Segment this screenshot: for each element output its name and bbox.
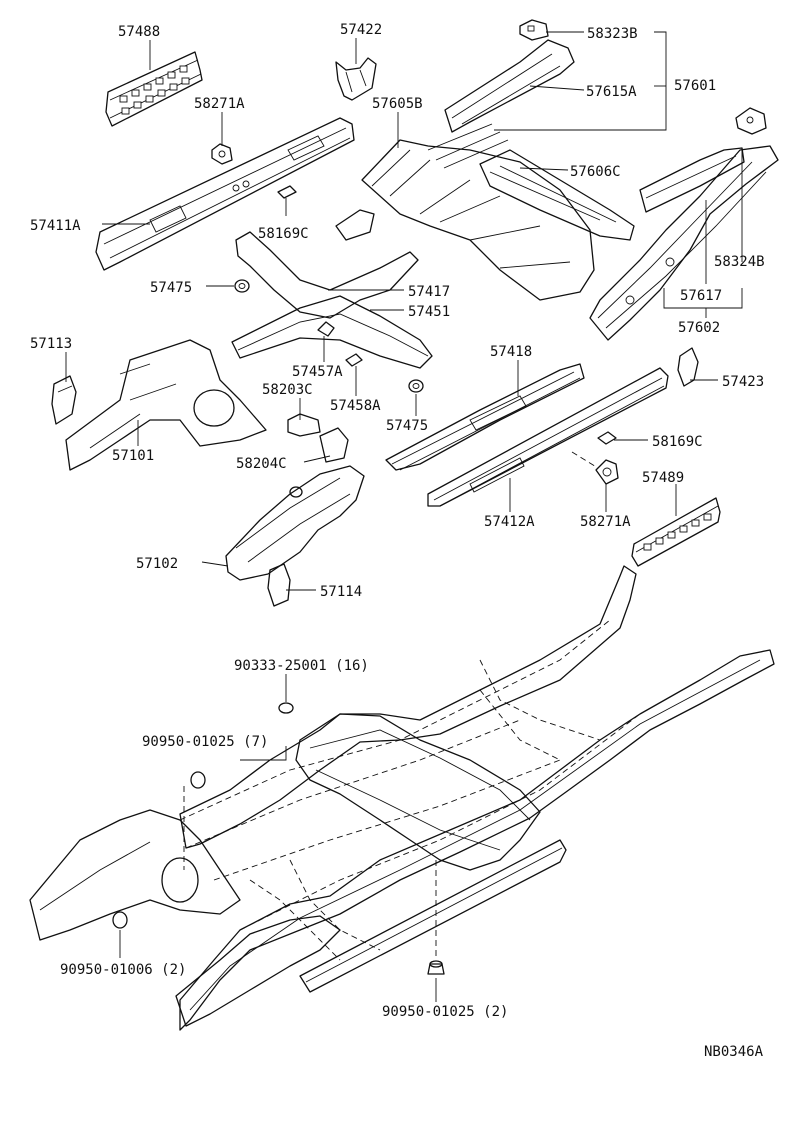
part-57489-reinforcement-plate[interactable] bbox=[631, 497, 721, 567]
label-57417[interactable]: 57417 bbox=[408, 284, 450, 300]
part-58203c-bracket[interactable] bbox=[287, 413, 321, 437]
label-90950-01006[interactable]: 90950-01006 (2) bbox=[60, 962, 186, 978]
leader-lines bbox=[65, 31, 743, 1002]
label-58271a-bottom[interactable]: 58271A bbox=[580, 514, 631, 530]
label-90950-01025-7[interactable]: 90950-01025 (7) bbox=[142, 734, 268, 750]
part-57457a-clip[interactable] bbox=[317, 321, 335, 337]
label-57114[interactable]: 57114 bbox=[320, 584, 362, 600]
label-57458a[interactable]: 57458A bbox=[330, 398, 381, 414]
label-57451[interactable]: 57451 bbox=[408, 304, 450, 320]
part-57412a-side-member[interactable] bbox=[427, 367, 669, 507]
label-57412a[interactable]: 57412A bbox=[484, 514, 535, 530]
part-57411a-front-side-member[interactable] bbox=[95, 117, 355, 271]
label-57475-a[interactable]: 57475 bbox=[150, 280, 192, 296]
label-57411a[interactable]: 57411A bbox=[30, 218, 81, 234]
part-57606c-rear-floor-panel[interactable] bbox=[479, 149, 635, 241]
part-58169c-clip-top[interactable] bbox=[277, 185, 297, 199]
fastener-90333-plug[interactable] bbox=[278, 702, 294, 714]
label-57422[interactable]: 57422 bbox=[340, 22, 382, 38]
label-57418[interactable]: 57418 bbox=[490, 344, 532, 360]
label-57423[interactable]: 57423 bbox=[722, 374, 764, 390]
label-57488[interactable]: 57488 bbox=[118, 24, 160, 40]
fastener-90950-01025-upper[interactable] bbox=[190, 771, 206, 789]
label-57601[interactable]: 57601 bbox=[674, 78, 716, 94]
assembled-frame-view bbox=[29, 565, 775, 1031]
part-57475-grommet-b[interactable] bbox=[408, 379, 424, 393]
label-58169c-right[interactable]: 58169C bbox=[652, 434, 703, 450]
part-57617-rear-side-member[interactable] bbox=[589, 145, 779, 341]
label-58204c[interactable]: 58204C bbox=[236, 456, 287, 472]
label-57606c[interactable]: 57606C bbox=[570, 164, 621, 180]
label-58271a-top[interactable]: 58271A bbox=[194, 96, 245, 112]
label-57605b[interactable]: 57605B bbox=[372, 96, 423, 112]
part-58271a-plate-top[interactable] bbox=[211, 143, 233, 165]
part-57451-floor-crossmember[interactable] bbox=[231, 295, 433, 369]
part-58323b-bracket[interactable] bbox=[519, 19, 549, 41]
part-57601-crossmember-bars[interactable] bbox=[427, 123, 509, 169]
label-57102[interactable]: 57102 bbox=[136, 556, 178, 572]
label-57617[interactable]: 57617 bbox=[680, 288, 722, 304]
part-57615a-rear-member[interactable] bbox=[444, 39, 575, 133]
part-57102-front-frame-right[interactable] bbox=[225, 465, 365, 581]
label-57489[interactable]: 57489 bbox=[642, 470, 684, 486]
label-58203c[interactable]: 58203C bbox=[262, 382, 313, 398]
part-57475-grommet-a[interactable] bbox=[234, 279, 250, 293]
part-57418-rear-floor-side[interactable] bbox=[385, 363, 585, 471]
fastener-90950-01025-lower[interactable] bbox=[427, 960, 445, 975]
label-57475-b[interactable]: 57475 bbox=[386, 418, 428, 434]
label-58169c-top[interactable]: 58169C bbox=[258, 226, 309, 242]
part-57417-crossmember[interactable] bbox=[235, 231, 419, 319]
part-57101-front-frame-left[interactable] bbox=[65, 339, 267, 471]
label-90333-25001[interactable]: 90333-25001 (16) bbox=[234, 658, 369, 674]
label-58324b[interactable]: 58324B bbox=[714, 254, 765, 270]
part-57114-bracket[interactable] bbox=[267, 563, 291, 607]
label-90950-01025-2[interactable]: 90950-01025 (2) bbox=[382, 1004, 508, 1020]
label-57101[interactable]: 57101 bbox=[112, 448, 154, 464]
label-57457a[interactable]: 57457A bbox=[292, 364, 343, 380]
label-57615a[interactable]: 57615A bbox=[586, 84, 637, 100]
part-57113-bracket[interactable] bbox=[51, 375, 77, 425]
part-58271a-plate-bottom[interactable] bbox=[595, 459, 619, 485]
label-58323b[interactable]: 58323B bbox=[587, 26, 638, 42]
part-57605b-center-floor-assembly[interactable] bbox=[335, 139, 595, 301]
label-57602[interactable]: 57602 bbox=[678, 320, 720, 336]
part-57422-bracket[interactable] bbox=[335, 57, 377, 101]
part-57458a-clip[interactable] bbox=[345, 353, 363, 367]
part-58324b-bracket[interactable] bbox=[735, 107, 767, 135]
part-58169c-clip-right[interactable] bbox=[597, 431, 617, 445]
part-58204c-bracket[interactable] bbox=[319, 427, 349, 463]
fastener-90950-01006[interactable] bbox=[112, 911, 128, 929]
part-57602-rear-crossmember[interactable] bbox=[639, 147, 745, 213]
label-57113[interactable]: 57113 bbox=[30, 336, 72, 352]
diagram-code: NB0346A bbox=[704, 1044, 764, 1060]
part-57488-reinforcement-plate[interactable] bbox=[105, 51, 203, 127]
callout-labels: 57488 57422 58323B 57601 57615A 58271A 5… bbox=[30, 22, 765, 1060]
